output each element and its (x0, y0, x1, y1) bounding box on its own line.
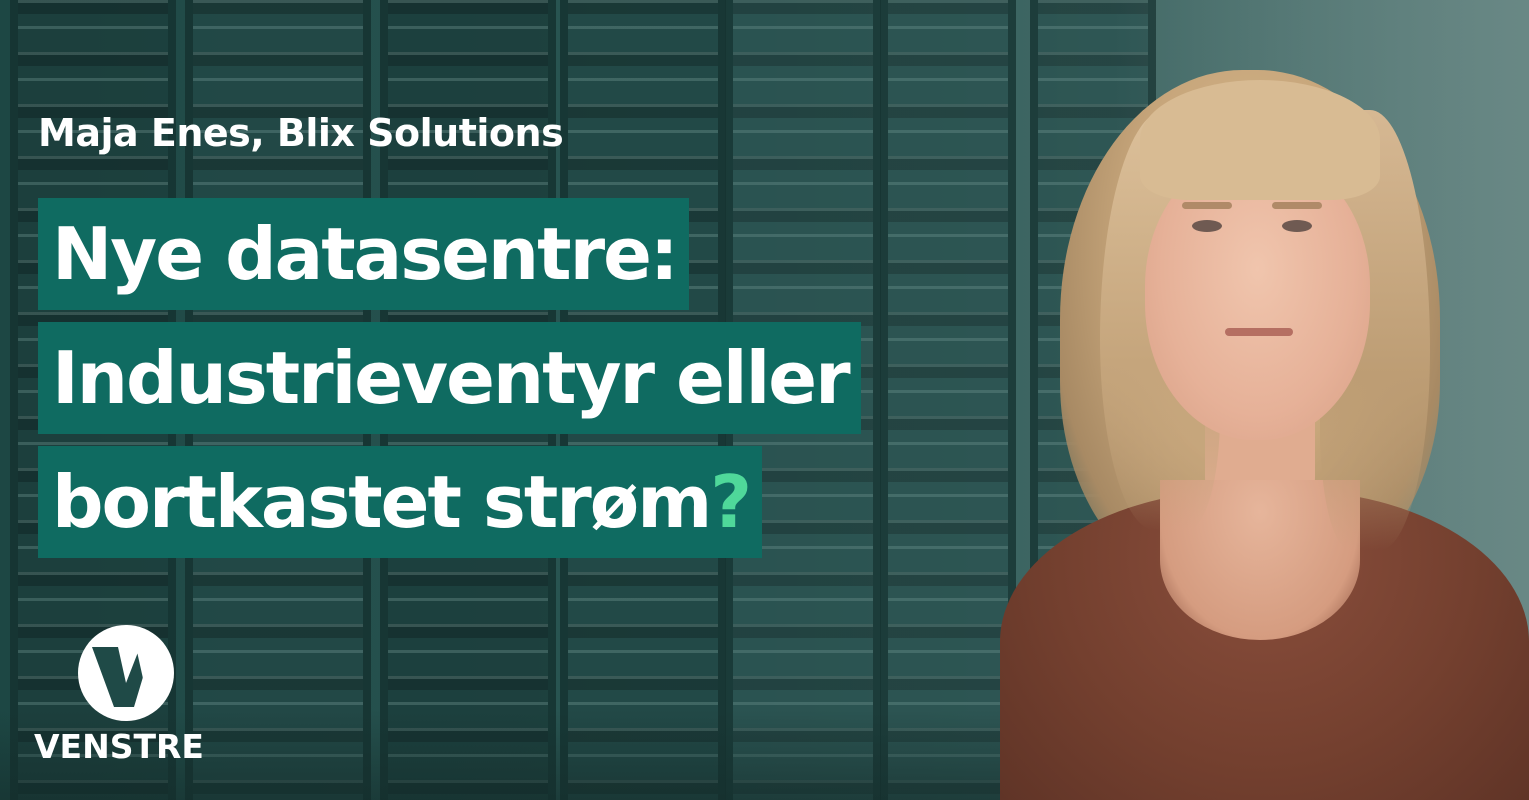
speaker-name: Maja Enes, Blix Solutions (38, 111, 564, 155)
headline-text: Industrieventyr eller (52, 336, 851, 420)
logo-wordmark: VENSTRE (34, 727, 204, 766)
portrait-brow (1272, 202, 1322, 209)
headline-line-1: Nye datasentre: (38, 198, 689, 310)
server-rack (880, 0, 1016, 800)
headline-line-2: Industrieventyr eller (38, 322, 861, 434)
speaker-portrait (990, 70, 1529, 800)
portrait-mouth (1225, 328, 1293, 336)
headline-line-3: bortkastet strøm? (38, 446, 763, 558)
portrait-eye (1282, 220, 1312, 232)
headline-text: Nye datasentre: (52, 212, 679, 296)
portrait-eye (1192, 220, 1222, 232)
headline-question-mark: ? (710, 460, 752, 544)
portrait-brow (1182, 202, 1232, 209)
portrait-hair-top (1140, 80, 1380, 200)
headline-text: bortkastet strøm (52, 460, 712, 544)
venstre-v-logo-icon (78, 625, 174, 721)
